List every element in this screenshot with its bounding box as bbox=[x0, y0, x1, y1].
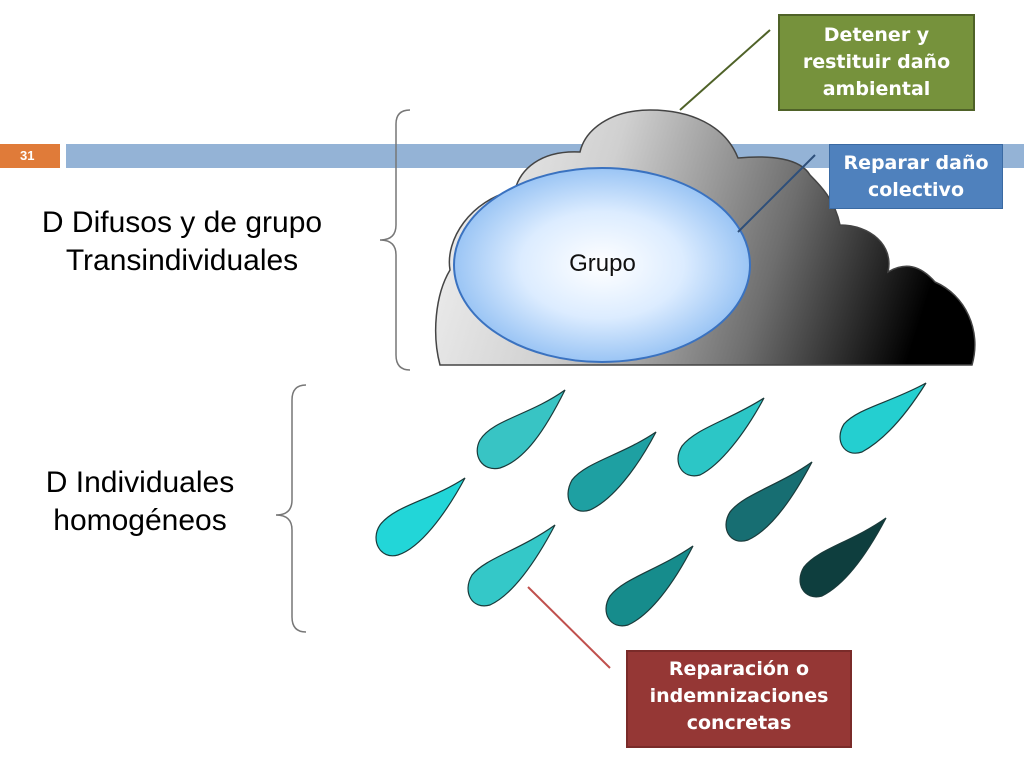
green-callout-connector bbox=[679, 29, 771, 111]
callout-concrete-reparation: Reparación o indemnizaciones concretas bbox=[626, 650, 852, 748]
callout-line: Reparación o bbox=[668, 658, 810, 680]
heading-line: Transindividuales bbox=[65, 244, 299, 277]
slide-number: 31 bbox=[0, 144, 60, 168]
callout-line: colectivo bbox=[867, 179, 964, 201]
raindrop bbox=[375, 477, 466, 557]
callout-repair-collective-damage: Reparar daño colectivo bbox=[829, 144, 1003, 209]
callout-line: concretas bbox=[686, 712, 792, 734]
individual-rights-heading: D Individuales homogéneos bbox=[12, 464, 268, 540]
callout-stop-restore-environmental-damage: Detener y restituir daño ambiental bbox=[778, 14, 975, 111]
blue-callout-connector bbox=[737, 154, 816, 233]
raindrop bbox=[605, 545, 694, 627]
individual-bracket bbox=[275, 384, 307, 633]
heading-line: D Difusos y de grupo bbox=[41, 206, 323, 239]
callout-line: indemnizaciones bbox=[649, 685, 829, 707]
collective-bracket bbox=[379, 109, 411, 371]
heading-line: homogéneos bbox=[53, 504, 227, 537]
callout-line: ambiental bbox=[822, 78, 931, 100]
callout-line: Reparar daño bbox=[843, 152, 989, 174]
red-callout-connector bbox=[527, 586, 611, 669]
raindrop bbox=[839, 382, 927, 454]
raindrop bbox=[567, 431, 657, 512]
raindrop bbox=[799, 517, 887, 598]
callout-line: restituir daño bbox=[802, 51, 951, 73]
group-oval bbox=[453, 167, 751, 363]
raindrop bbox=[467, 524, 556, 607]
raindrop bbox=[677, 397, 765, 477]
heading-line: D Individuales bbox=[45, 466, 235, 499]
raindrop bbox=[725, 461, 813, 542]
raindrops bbox=[375, 382, 927, 627]
cloud-label: Grupo bbox=[569, 250, 636, 277]
callout-line: Detener y bbox=[823, 24, 930, 46]
raindrop bbox=[476, 389, 566, 470]
collective-rights-heading: D Difusos y de grupo Transindividuales bbox=[12, 204, 352, 280]
